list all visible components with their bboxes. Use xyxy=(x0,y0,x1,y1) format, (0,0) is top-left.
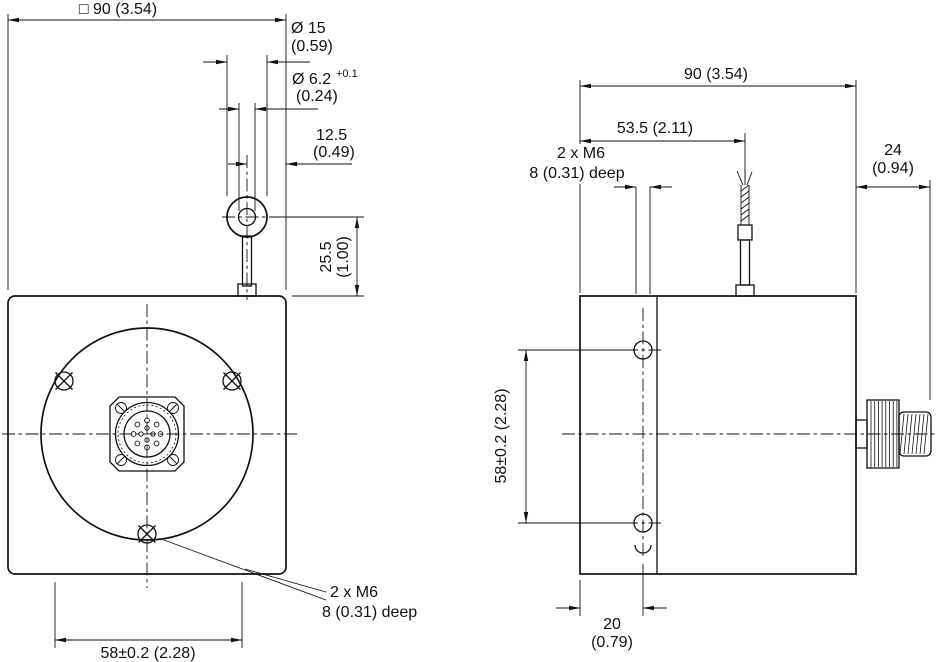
connector-plate-screws xyxy=(115,402,179,466)
front-dim-eyelet-height-mm: 25.5 xyxy=(318,241,335,272)
connector-plate xyxy=(109,396,185,472)
front-extension-lines xyxy=(7,14,364,648)
side-dim-hole-spacing-label: 58±0.2 (2.28) xyxy=(493,388,510,483)
side-dim-width-label: 90 (3.54) xyxy=(684,66,748,83)
front-dim-eyelet-id-in: (0.24) xyxy=(296,88,338,105)
connector-knurl-lines xyxy=(870,401,898,467)
connector-coupling-ring xyxy=(114,401,180,467)
wire-guide xyxy=(739,239,751,286)
connector-thread xyxy=(898,411,932,457)
side-view xyxy=(562,169,938,575)
side-dim-hole-offset-in: (0.79) xyxy=(591,634,633,651)
eyelet-ring xyxy=(226,196,268,238)
front-mounting-screws xyxy=(54,371,242,544)
front-dim-wire-offset-in: (0.49) xyxy=(313,144,355,161)
side-dimension-arrows xyxy=(523,83,930,611)
side-dimension-lines xyxy=(525,85,930,609)
connector-thread-lines xyxy=(899,413,929,455)
front-dim-eyelet-od-mm: Ø 15 xyxy=(291,20,326,37)
wire-base xyxy=(735,284,755,297)
front-dim-width-label: □ 90 (3.54) xyxy=(79,1,157,18)
side-dim-hole-offset-mm: 20 xyxy=(603,616,621,633)
front-thread-note-line1: 2 x M6 xyxy=(330,584,378,601)
side-dimensions: 90 (3.54) 53.5 (2.11) 2 x M6 8 (0.31) de… xyxy=(493,66,931,651)
side-wire-outlet xyxy=(735,169,755,297)
side-mounting-holes xyxy=(633,340,653,554)
wire-outlet-base xyxy=(237,283,257,297)
wire-eyelet xyxy=(226,196,268,297)
front-thread-note-line2: 8 (0.31) deep xyxy=(322,604,417,621)
front-dim-eyelet-id-mm: Ø 6.2 xyxy=(292,71,331,88)
front-dim-eyelet-od-in: (0.59) xyxy=(291,38,333,55)
side-thread-note-line1: 2 x M6 xyxy=(557,145,605,162)
side-connector xyxy=(855,399,932,469)
side-center-lines xyxy=(562,308,938,558)
side-body xyxy=(579,295,857,575)
connector-knurl xyxy=(117,404,177,464)
front-dim-eyelet-height-in: (1.00) xyxy=(335,236,352,278)
connector-pins xyxy=(130,417,164,451)
connector-insert xyxy=(123,410,171,458)
side-thread-note-line2: 8 (0.31) deep xyxy=(529,165,624,182)
front-dim-wire-offset-mm: 12.5 xyxy=(316,127,347,144)
front-dim-hole-spacing-label: 58±0.2 (2.28) xyxy=(100,645,195,662)
wire-collar xyxy=(737,224,753,241)
front-connector xyxy=(109,396,185,472)
wire-rope xyxy=(736,169,753,225)
front-dimension-arrows xyxy=(8,17,360,643)
front-dim-eyelet-id-tolerance: +0.1 xyxy=(336,68,358,80)
side-extension-lines xyxy=(518,80,931,616)
front-view xyxy=(2,155,300,588)
eyelet-hole xyxy=(237,207,257,227)
wire-stem xyxy=(241,235,253,287)
side-dim-wire-position-label: 53.5 (2.11) xyxy=(617,120,693,137)
side-dim-connector-in: (0.94) xyxy=(872,160,914,177)
side-dim-connector-mm: 24 xyxy=(884,142,902,159)
front-dimension-lines xyxy=(8,19,358,641)
front-dimensions: □ 90 (3.54) Ø 15 (0.59) Ø 6.2 +0.1 (0.24… xyxy=(7,1,417,662)
